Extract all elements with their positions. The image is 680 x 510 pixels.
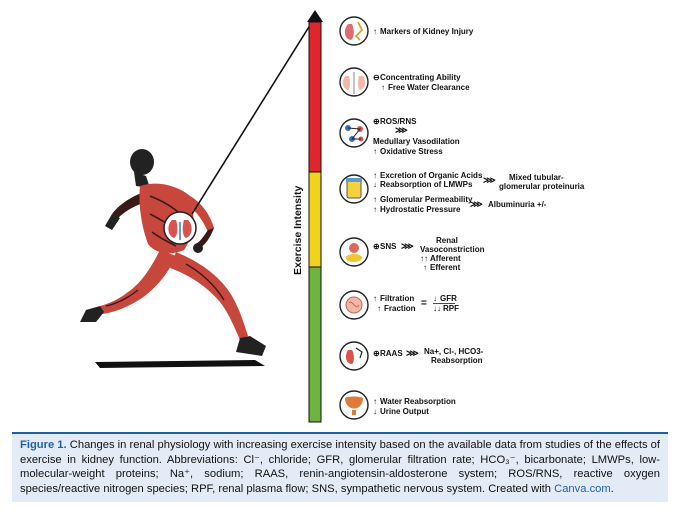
row6-frac-top-label: GFR bbox=[440, 294, 457, 303]
row3-line1-sign: ⊕ bbox=[373, 117, 380, 126]
kidney-function-icon bbox=[339, 67, 369, 97]
row7-arrow: ⋙ bbox=[406, 348, 419, 358]
row3-line1-label: ROS/RNS bbox=[380, 117, 417, 126]
intensity-scale: Exercise Intensity bbox=[292, 10, 323, 423]
row1-line-label: Markers of Kidney Injury bbox=[380, 27, 474, 36]
caption-figure-label: Figure 1. bbox=[20, 439, 67, 451]
row4-arrow2: ⋙ bbox=[470, 199, 483, 209]
row5-result1: Renal bbox=[436, 236, 458, 245]
row6-line2-sign: ↑ bbox=[377, 304, 381, 313]
figure-caption: Figure 1. Changes in renal physiology wi… bbox=[12, 432, 668, 502]
row6-line2-label: Fraction bbox=[384, 304, 416, 313]
row6-frac-bottom-label: RPF bbox=[443, 304, 459, 313]
urine-cup-icon bbox=[339, 174, 369, 204]
row6-frac-bottom-sign: ↓↓ bbox=[433, 304, 441, 313]
row4-line2-label: Reabsorption of LMWPs bbox=[380, 180, 473, 189]
row5-arrow: ⋙ bbox=[401, 241, 414, 251]
row3-arrow: ⋙ bbox=[395, 125, 408, 135]
row4-line1-sign: ↑ bbox=[373, 171, 377, 180]
row6-frac-top-sign: ↓ bbox=[433, 294, 437, 303]
row4-line2-sign: ↓ bbox=[373, 180, 377, 189]
figure-diagram: Exercise Intensity bbox=[80, 10, 585, 423]
row2-line2-label: Free Water Clearance bbox=[388, 83, 470, 92]
row5-sub2-sign: ↑ bbox=[423, 263, 427, 272]
row2-line1-sign: ⊖ bbox=[373, 73, 380, 82]
raas-icon bbox=[339, 341, 369, 371]
row7-line1-label: RAAS bbox=[380, 349, 403, 358]
row5-sub2-label: Efferent bbox=[430, 263, 461, 272]
row8-line1-label: Water Reabsorption bbox=[380, 397, 456, 406]
row3-line3-label: Oxidative Stress bbox=[380, 147, 443, 156]
axis-label: Exercise Intensity bbox=[292, 186, 304, 275]
runner-figure bbox=[80, 21, 313, 368]
caption-end: . bbox=[610, 482, 614, 495]
bladder-icon bbox=[339, 390, 369, 420]
row5-result2: Vasoconstriction bbox=[420, 245, 485, 254]
row8-line2-sign: ↓ bbox=[373, 407, 377, 416]
row4-line1-label: Excretion of Organic Acids bbox=[380, 171, 483, 180]
row3-line2: Medullary Vasodilation bbox=[373, 137, 460, 146]
nerve-icon bbox=[339, 237, 369, 267]
row5-sub1-label: Afferent bbox=[430, 254, 461, 263]
row6-line1-label: Filtration bbox=[380, 294, 414, 303]
row5-line1-label: SNS bbox=[380, 242, 397, 251]
row8-line2-label: Urine Output bbox=[380, 407, 429, 416]
ground-shadow bbox=[95, 360, 265, 368]
row4-line3-label: Glomerular Permeability bbox=[380, 195, 473, 204]
row-texts: ↑Markers of Kidney Injury⊖Concentrating … bbox=[373, 27, 585, 416]
row4-result-a1: Mixed tubular- bbox=[509, 173, 564, 182]
row6-line1-sign: ↑ bbox=[373, 294, 377, 303]
row4-line3-sign: ↑ bbox=[373, 195, 377, 204]
row7-result2: Reabsorption bbox=[431, 356, 483, 365]
row4-line4-label: Hydrostatic Pressure bbox=[380, 205, 461, 214]
caption-text: Changes in renal physiology with increas… bbox=[20, 439, 660, 495]
row4-line4-sign: ↑ bbox=[373, 205, 377, 214]
row-icons bbox=[339, 16, 369, 420]
row4-result-a2: glomerular proteinuria bbox=[499, 182, 585, 191]
row7-result1: Na+, Cl-, HCO3- bbox=[424, 347, 484, 356]
row8-line1-sign: ↑ bbox=[373, 397, 377, 406]
ros-molecule-icon bbox=[339, 118, 369, 148]
canva-link[interactable]: Canva.com bbox=[554, 482, 611, 495]
row7-line1-sign: ⊕ bbox=[373, 349, 380, 358]
row1-line-sign: ↑ bbox=[373, 27, 377, 36]
row5-sub1-sign: ↑↑ bbox=[420, 254, 428, 263]
kidney-injury-icon bbox=[339, 16, 369, 46]
row5-line1-sign: ⊕ bbox=[373, 242, 380, 251]
glomerulus-icon bbox=[339, 290, 369, 320]
row2-line1-label: Concentrating Ability bbox=[380, 73, 461, 82]
row2-line2-sign: ↑ bbox=[381, 83, 385, 92]
row4-arrow1: ⋙ bbox=[483, 175, 496, 185]
row6-equals: = bbox=[421, 298, 427, 309]
row3-line3-sign: ↑ bbox=[373, 147, 377, 156]
row4-result-b: Albuminuria +/- bbox=[488, 200, 547, 209]
